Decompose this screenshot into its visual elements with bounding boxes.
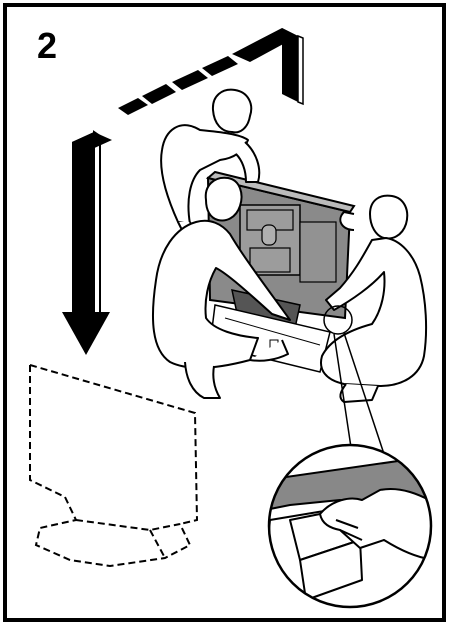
tv-target-outline <box>30 365 197 566</box>
detail-callout-circle <box>260 445 440 620</box>
